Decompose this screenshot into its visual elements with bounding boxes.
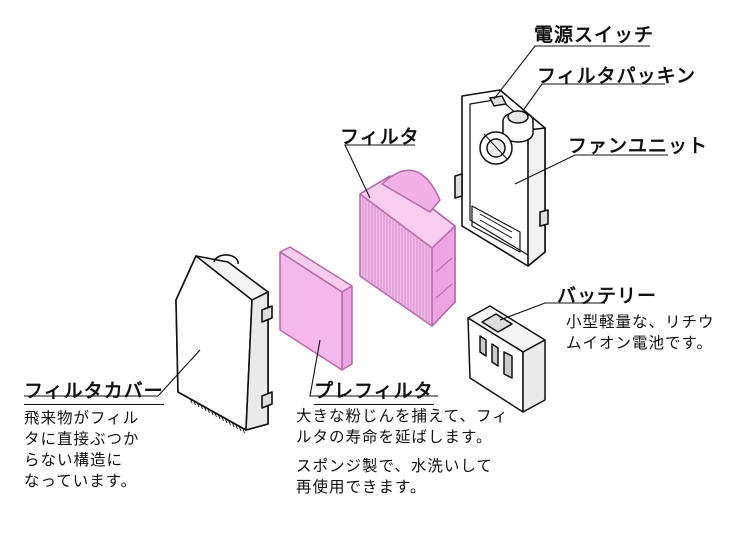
battery-pack: [467, 305, 546, 413]
filter-cover-desc-line: タに直接ぶつか: [24, 430, 140, 448]
leader-fan-unit: [514, 154, 668, 185]
filter-packing: [479, 110, 534, 165]
leader-battery: [499, 302, 605, 321]
label-filter: フィルタ: [340, 126, 420, 148]
leader-prefilter: [309, 339, 438, 397]
main-filter: [359, 169, 456, 327]
leader-lines: [24, 45, 668, 397]
label-fan-unit: ファンユニット: [568, 135, 709, 157]
label-prefilter: プレフィルタ: [314, 376, 434, 405]
label-battery: バッテリー: [557, 285, 658, 307]
leader-filter-cover: [24, 349, 201, 397]
filter-cover-desc-line: なっています。: [24, 472, 138, 490]
filter-cover-description: 飛来物がフィル タに直接ぶつか らない構造に なっています。: [24, 408, 140, 492]
leader-power-switch: [493, 45, 650, 100]
prefilter-desc-line: 大きな粉じんを捕えて、フィ: [296, 407, 509, 425]
label-filter-cover: フィルタカバー: [24, 376, 164, 405]
prefilter-desc-line: スポンジ製で、水洗いして: [296, 457, 493, 475]
prefilter-desc-line: ルタの寿命を延ばします。: [296, 428, 493, 446]
prefilter-sheet: [279, 246, 353, 371]
prefilter-description: 大きな粉じんを捕えて、フィ ルタの寿命を延ばします。 スポンジ製で、水洗いして …: [296, 406, 509, 498]
fan-unit: [454, 89, 549, 267]
battery-desc-line: 小型軽量な、リチウ: [566, 313, 715, 331]
label-filter-packing: フィルタパッキン: [537, 65, 697, 87]
leader-filter: [344, 144, 415, 199]
filter-cover-desc-line: らない構造に: [24, 451, 124, 469]
prefilter-desc-line: 再使用できます。: [296, 478, 427, 496]
main-filter-pleats: [362, 196, 430, 324]
leader-filter-packing: [521, 83, 665, 113]
filter-cover-body: [175, 254, 273, 431]
label-power-switch: 電源スイッチ: [534, 24, 655, 46]
battery-desc-line: ムイオン電池です。: [566, 334, 713, 352]
filter-cover-grille: [189, 397, 245, 434]
filter-cover-desc-line: 飛来物がフィル: [24, 409, 140, 427]
battery-description: 小型軽量な、リチウ ムイオン電池です。: [566, 312, 715, 354]
